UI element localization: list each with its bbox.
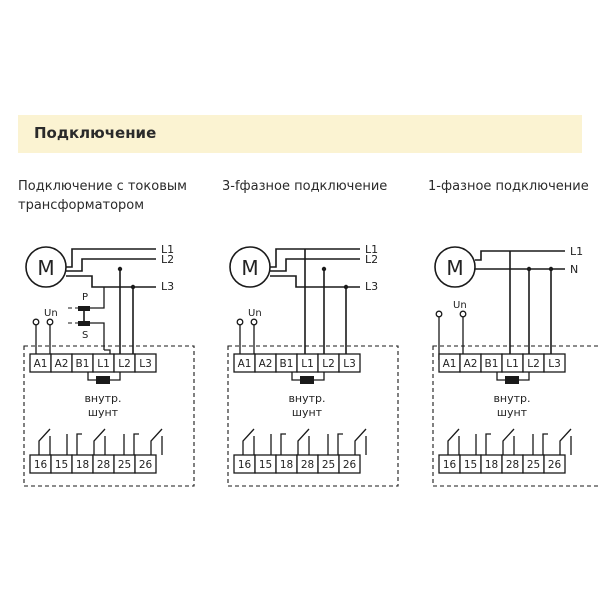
shunt-label-line1: внутр.	[493, 392, 530, 405]
internal-shunt-icon	[96, 376, 110, 384]
shunt-label-line2: шунт	[88, 406, 119, 419]
bottom-terminal-label: 15	[259, 459, 272, 471]
line-label-l1: L1	[161, 243, 174, 256]
bottom-terminal-label: 28	[97, 459, 110, 471]
top-terminal-label: A2	[55, 358, 69, 370]
top-terminal-label: B1	[76, 358, 90, 370]
shunt-label-line1: внутр.	[84, 392, 121, 405]
caption-three-phase: 3-fфазное подключение	[222, 179, 388, 194]
motor-label: M	[241, 256, 258, 280]
bottom-terminal-label: 18	[485, 459, 498, 471]
un-label: Un	[248, 308, 262, 319]
line-label-l1: L1	[570, 245, 583, 258]
motor-label: M	[446, 256, 463, 280]
line-label-l1: L1	[365, 243, 378, 256]
top-terminal-label: L2	[527, 358, 540, 370]
relay-enclosure	[432, 345, 600, 487]
relay-contacts	[447, 428, 572, 455]
top-terminal-label: A1	[238, 358, 252, 370]
top-terminal-label: A2	[464, 358, 478, 370]
top-terminal-label: L3	[548, 358, 561, 370]
line-label-l2: L2	[365, 253, 378, 266]
ct-label-s: S	[82, 330, 88, 341]
section-title: Подключение	[34, 124, 157, 142]
line-label-n: N	[570, 263, 578, 276]
line-label-l3: L3	[161, 280, 174, 293]
top-terminal-label: A1	[443, 358, 457, 370]
bottom-terminal-label: 16	[443, 459, 457, 471]
top-terminal-label: B1	[485, 358, 499, 370]
shunt-label-line1: внутр.	[288, 392, 325, 405]
top-terminal-box	[134, 353, 157, 373]
bottom-terminal-label: 15	[55, 459, 68, 471]
top-terminal-label: L2	[322, 358, 335, 370]
bottom-terminal-label: 28	[506, 459, 519, 471]
relay-enclosure	[23, 345, 195, 487]
internal-shunt-icon	[300, 376, 314, 384]
bottom-terminal-label: 16	[238, 459, 252, 471]
top-terminal-box	[543, 353, 566, 373]
bottom-terminal-label: 18	[280, 459, 293, 471]
top-terminal-label: L1	[97, 358, 110, 370]
bottom-terminal-label: 25	[527, 459, 540, 471]
motor-icon	[434, 246, 476, 288]
top-terminal-label: A2	[259, 358, 273, 370]
shunt-label-line2: шунт	[292, 406, 323, 419]
bottom-terminal-label: 26	[548, 459, 562, 471]
bottom-terminal-label: 25	[118, 459, 131, 471]
relay-enclosure	[227, 345, 399, 487]
un-label: Un	[453, 300, 467, 311]
bottom-terminal-label: 16	[34, 459, 48, 471]
relay-contacts	[38, 428, 163, 455]
motor-label: M	[37, 256, 54, 280]
caption-single-phase: 1-фазное подключение	[428, 179, 589, 194]
line-label-l3: L3	[365, 280, 378, 293]
bottom-terminal-label: 25	[322, 459, 335, 471]
top-terminal-box	[338, 353, 361, 373]
bottom-terminal-box	[543, 454, 566, 474]
caption-ct-connection: Подключение с токовым трансформатором	[18, 179, 187, 213]
bottom-terminal-label: 26	[343, 459, 357, 471]
top-terminal-label: A1	[34, 358, 48, 370]
bottom-terminal-box	[134, 454, 157, 474]
bottom-terminal-label: 18	[76, 459, 89, 471]
top-terminal-label: L2	[118, 358, 131, 370]
internal-shunt-icon	[505, 376, 519, 384]
bottom-terminal-label: 28	[301, 459, 314, 471]
top-terminal-label: L1	[506, 358, 519, 370]
top-terminal-label: L3	[343, 358, 356, 370]
bottom-terminal-label: 15	[464, 459, 477, 471]
shunt-label-line2: шунт	[497, 406, 528, 419]
un-label: Un	[44, 308, 58, 319]
top-terminal-label: B1	[280, 358, 294, 370]
ct-label-p: P	[82, 292, 88, 303]
relay-contacts	[242, 428, 367, 455]
top-terminal-label: L1	[301, 358, 314, 370]
line-label-l2: L2	[161, 253, 174, 266]
section-header: Подключение	[18, 115, 582, 153]
bottom-terminal-box	[338, 454, 361, 474]
bottom-terminal-label: 26	[139, 459, 153, 471]
top-terminal-label: L3	[139, 358, 152, 370]
